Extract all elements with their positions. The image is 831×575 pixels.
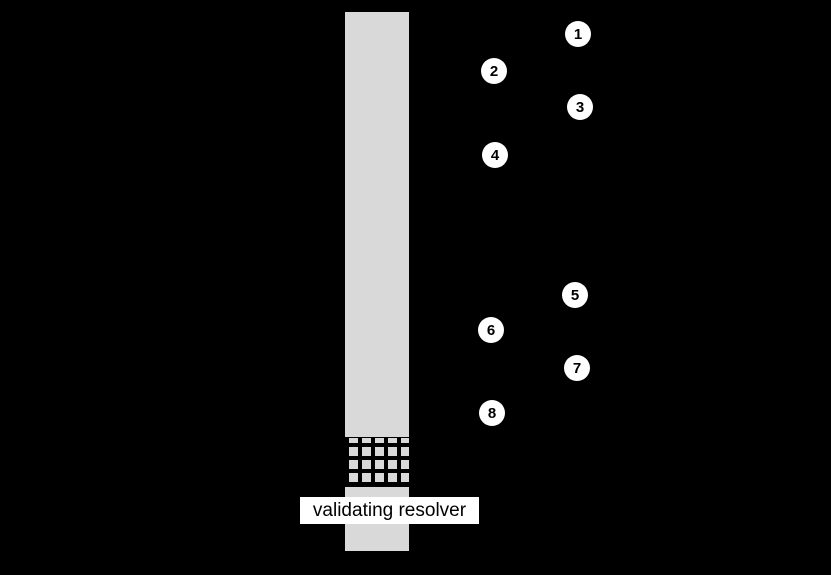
validating-resolver-label: validating resolver (300, 497, 479, 524)
step-badge-3: 3 (567, 94, 593, 120)
step-badge-7: 7 (564, 355, 590, 381)
step-badge-8: 8 (479, 400, 505, 426)
step-badge-4: 4 (482, 142, 508, 168)
step-badge-1: 1 (565, 21, 591, 47)
lifeline-hatched-section (345, 438, 409, 486)
step-badge-5: 5 (562, 282, 588, 308)
step-badge-6: 6 (478, 317, 504, 343)
step-badge-2: 2 (481, 58, 507, 84)
